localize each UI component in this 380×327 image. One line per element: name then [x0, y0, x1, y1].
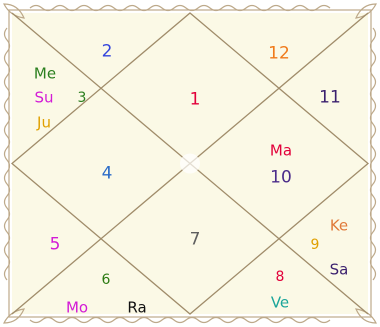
- planet-ketu: Ke: [330, 219, 348, 234]
- house-number-9: 9: [311, 238, 320, 252]
- planet-jupiter: Ju: [37, 116, 51, 131]
- center-glow: [180, 154, 200, 174]
- house-number-5: 5: [50, 237, 61, 254]
- planet-sun: Su: [34, 91, 53, 106]
- house-number-7: 7: [190, 232, 201, 249]
- planet-mars: Ma: [270, 144, 292, 159]
- house-number-10: 10: [270, 170, 292, 187]
- house-number-11: 11: [319, 90, 341, 107]
- planet-venus: Ve: [271, 296, 289, 311]
- house-number-2: 2: [102, 44, 113, 61]
- planet-mercury: Me: [34, 67, 56, 82]
- house-number-4: 4: [102, 166, 113, 183]
- planet-rahu: Ra: [127, 301, 146, 316]
- house-number-8: 8: [276, 270, 285, 284]
- house-number-6: 6: [102, 273, 111, 287]
- house-number-12: 12: [268, 46, 290, 63]
- planet-moon: Mo: [66, 301, 88, 316]
- house-number-1: 1: [190, 92, 201, 109]
- planet-saturn: Sa: [330, 263, 349, 278]
- house-number-3: 3: [78, 91, 87, 105]
